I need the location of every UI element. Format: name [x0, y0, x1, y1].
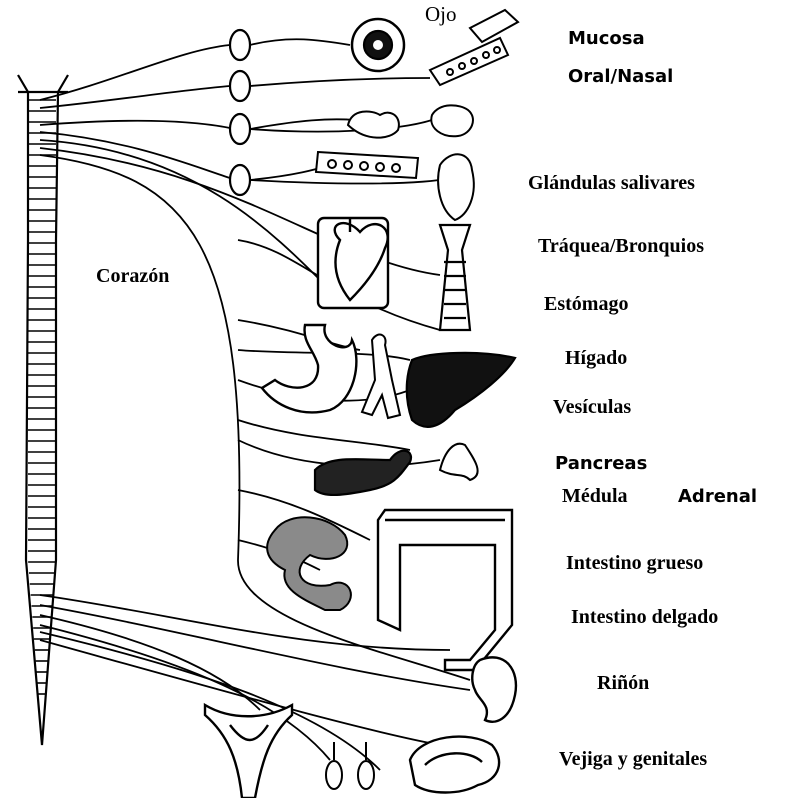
- adrenal-organ: [440, 444, 478, 480]
- label-pancreas: Pancreas: [555, 455, 647, 473]
- testes-organ: [326, 742, 374, 789]
- label-oral-nasal: Oral/Nasal: [568, 68, 673, 86]
- trachea-organ: [440, 225, 470, 330]
- vesicles-organ: [362, 335, 400, 418]
- large-intestine-organ: [378, 510, 512, 670]
- label-vesiculas: Vesículas: [553, 397, 631, 417]
- heart-organ: [318, 218, 388, 308]
- ganglia: [230, 30, 250, 195]
- label-intestino-delgado: Intestino delgado: [571, 607, 718, 627]
- eye-organ: [352, 19, 404, 71]
- nerve-fibers: [40, 39, 470, 770]
- label-medula: Médula: [562, 486, 628, 506]
- label-ojo: Ojo: [425, 4, 457, 25]
- stomach-organ: [262, 325, 356, 412]
- label-corazon: Corazón: [96, 266, 169, 286]
- label-higado: Hígado: [565, 348, 627, 368]
- liver-organ: [407, 353, 515, 427]
- kidney-organ: [472, 657, 516, 721]
- salivary-organ: [316, 152, 474, 220]
- label-rinon: Riñón: [597, 673, 649, 693]
- uterus-organ: [205, 705, 292, 798]
- label-intestino-grueso: Intestino grueso: [566, 553, 703, 573]
- lacrimal-glands: [348, 105, 473, 137]
- label-glandulas-salivares: Glándulas salivares: [528, 173, 695, 193]
- spinal-cord: [18, 75, 68, 745]
- pancreas-organ: [315, 451, 411, 495]
- label-estomago: Estómago: [544, 294, 628, 314]
- bladder-organ: [410, 737, 499, 793]
- label-adrenal: Adrenal: [678, 488, 757, 506]
- label-traquea-bronquios: Tráquea/Bronquios: [538, 236, 704, 256]
- label-vejiga-genitales: Vejiga y genitales: [559, 749, 707, 769]
- label-mucosa: Mucosa: [568, 30, 645, 48]
